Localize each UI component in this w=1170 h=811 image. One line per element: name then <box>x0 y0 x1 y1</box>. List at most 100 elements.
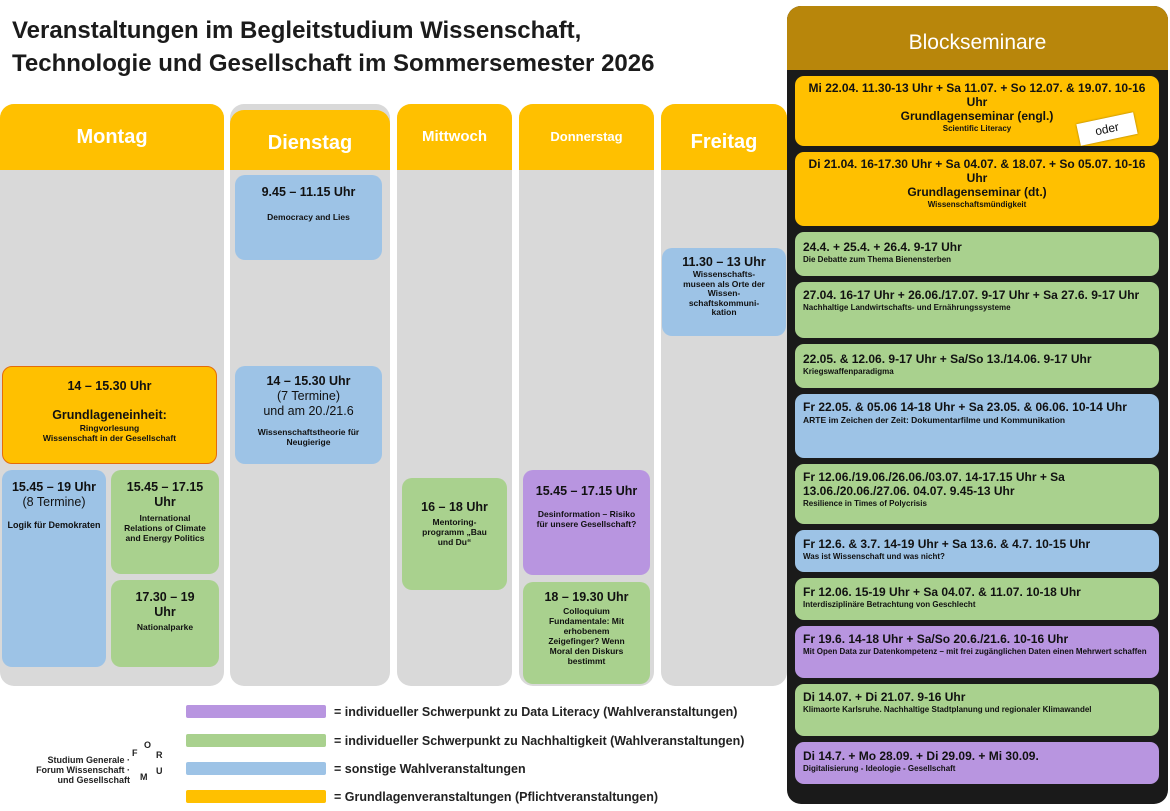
block-item-main: Grundlagenseminar (dt.) <box>907 185 1047 199</box>
event-title: Nationalparke <box>136 622 194 632</box>
day-header-mittwoch: Mittwoch <box>397 104 512 170</box>
event-time: 15.45 – 17.15 Uhr <box>535 484 638 498</box>
page-title: Veranstaltungen im Begleitstudium Wissen… <box>12 14 654 80</box>
event-time: 18 – 19.30 Uhr <box>544 590 629 604</box>
legend-text-orange: = Grundlagenveranstaltungen (Pflichtvera… <box>334 790 659 804</box>
event-montag-nationalparke[interactable]: 17.30 – 19 Uhr Nationalparke <box>111 580 219 667</box>
legend-swatch-blue <box>186 762 326 775</box>
day-header-freitag: Freitag <box>661 104 787 170</box>
block-item-sub: Digitalisierung - Ideologie - Gesellscha… <box>803 764 956 773</box>
event-mittwoch-mentoring[interactable]: 16 – 18 Uhr Mentoring-programm „Bau und … <box>402 478 507 590</box>
block-item[interactable]: Fr 22.05. & 05.06 14-18 Uhr + Sa 23.05. … <box>795 394 1159 458</box>
legend-swatch-orange <box>186 790 326 803</box>
event-title: Wissenschafts-museen als Orte der Wissen… <box>683 269 765 317</box>
event-title: International Relations of Climate and E… <box>124 513 206 543</box>
event-montag-grundlagen[interactable]: 14 – 15.30 Uhr Grundlageneinheit: Ringvo… <box>2 366 217 464</box>
block-item-title: 27.04. 16-17 Uhr + 26.06./17.07. 9-17 Uh… <box>803 288 1140 302</box>
block-item-title: 22.05. & 12.06. 9-17 Uhr + Sa/So 13./14.… <box>803 352 1092 366</box>
event-title: Wissenschaftstheorie für Neugierige <box>257 427 360 447</box>
event-title: Mentoring-programm „Bau und Du“ <box>422 517 487 547</box>
block-item[interactable]: 22.05. & 12.06. 9-17 Uhr + Sa/So 13./14.… <box>795 344 1159 388</box>
block-item-sub: Was ist Wissenschaft und was nicht? <box>803 552 945 561</box>
block-item-main: Grundlagenseminar (engl.) <box>900 109 1054 123</box>
event-time: 11.30 – 13 Uhr <box>682 255 766 269</box>
event-dienstag-democracy[interactable]: 9.45 – 11.15 Uhr Democracy and Lies <box>235 175 382 260</box>
logo-line: und Gesellschaft <box>57 775 130 785</box>
block-item[interactable]: Fr 12.6. & 3.7. 14-19 Uhr + Sa 13.6. & 4… <box>795 530 1159 572</box>
block-item-title: Fr 12.06. 15-19 Uhr + Sa 04.07. & 11.07.… <box>803 585 1081 599</box>
column-freitag <box>661 104 787 686</box>
event-title: Colloquium Fundamentale: Mit erhobenem Z… <box>548 606 625 666</box>
logo-line: Studium Generale · <box>47 755 130 765</box>
event-montag-logik[interactable]: 15.45 – 19 Uhr (8 Termine) Logik für Dem… <box>2 470 106 667</box>
block-item-sub: ARTE im Zeichen der Zeit: Dokumentarfilm… <box>803 415 1066 425</box>
blockseminare-heading: Blockseminare <box>787 6 1168 70</box>
event-time: 17.30 – 19 Uhr <box>135 590 195 619</box>
block-item-title: 24.4. + 25.4. + 26.4. 9-17 Uhr <box>803 240 962 254</box>
event-time: 9.45 – 11.15 Uhr <box>261 185 356 199</box>
block-item-sub: Wissenschaftsmündigkeit <box>927 200 1027 209</box>
legend-text-green: = individueller Schwerpunkt zu Nachhalti… <box>334 734 745 748</box>
day-header-dienstag: Dienstag <box>230 110 390 170</box>
event-subtitle: (7 Termine) <box>277 389 340 403</box>
event-subtitle: (8 Termine) <box>22 495 86 509</box>
block-item-title: Di 14.7. + Mo 28.09. + Di 29.09. + Mi 30… <box>803 749 1039 763</box>
column-mittwoch <box>397 104 512 686</box>
event-title: Desinformation – Risiko für unsere Gesel… <box>536 509 637 529</box>
block-item[interactable]: Fr 19.6. 14-18 Uhr + Sa/So 20.6./21.6. 1… <box>795 626 1159 678</box>
event-time: 16 – 18 Uhr <box>421 500 488 514</box>
block-item-title: Di 14.07. + Di 21.07. 9-16 Uhr <box>803 690 966 704</box>
logo-letter: O <box>144 740 152 750</box>
event-freitag-museen[interactable]: 11.30 – 13 Uhr Wissenschafts-museen als … <box>662 248 786 336</box>
title-line-1: Veranstaltungen im Begleitstudium Wissen… <box>12 17 582 44</box>
block-item-sub: Mit Open Data zur Datenkompetenz – mit f… <box>803 647 1147 656</box>
block-item-sub: Nachhaltige Landwirtschafts- und Ernähru… <box>803 303 1011 312</box>
event-time: 15.45 – 17.15 Uhr <box>126 480 204 509</box>
logo-letter: U <box>156 766 163 776</box>
block-item-title: Di 21.04. 16-17.30 Uhr + Sa 04.07. & 18.… <box>808 157 1146 185</box>
block-item-title: Mi 22.04. 11.30-13 Uhr + Sa 11.07. + So … <box>808 81 1146 109</box>
block-item[interactable]: 27.04. 16-17 Uhr + 26.06./17.07. 9-17 Uh… <box>795 282 1159 338</box>
event-time: 14 – 15.30 Uhr <box>67 379 152 393</box>
block-item[interactable]: Fr 12.06./19.06./26.06./03.07. 14-17.15 … <box>795 464 1159 524</box>
block-item[interactable]: Di 21.04. 16-17.30 Uhr + Sa 04.07. & 18.… <box>795 152 1159 226</box>
block-item[interactable]: Fr 12.06. 15-19 Uhr + Sa 04.07. & 11.07.… <box>795 578 1159 620</box>
event-title: Democracy and Lies <box>267 212 350 222</box>
event-dienstag-wissenschaftstheorie[interactable]: 14 – 15.30 Uhr (7 Termine) und am 20./21… <box>235 366 382 464</box>
logo-letter: R <box>156 750 163 760</box>
event-time: 14 – 15.30 Uhr <box>266 374 351 388</box>
title-line-2: Technologie und Gesellschaft im Sommerse… <box>12 50 655 77</box>
block-item-sub: Klimaorte Karlsruhe. Nachhaltige Stadtpl… <box>803 705 1092 714</box>
block-item[interactable]: Di 14.7. + Mo 28.09. + Di 29.09. + Mi 30… <box>795 742 1159 784</box>
block-item-title: Fr 19.6. 14-18 Uhr + Sa/So 20.6./21.6. 1… <box>803 632 1069 646</box>
event-title: Logik für Demokraten <box>7 520 101 530</box>
logo-letter: F <box>132 748 138 758</box>
event-montag-climate[interactable]: 15.45 – 17.15 Uhr International Relation… <box>111 470 219 574</box>
event-title: Grundlageneinheit: <box>52 408 167 422</box>
logo-line: Forum Wissenschaft · <box>36 765 130 775</box>
block-item-title: Fr 12.06./19.06./26.06./03.07. 14-17.15 … <box>803 470 1065 498</box>
legend-text-purple: = individueller Schwerpunkt zu Data Lite… <box>334 705 738 719</box>
day-header-montag: Montag <box>0 104 224 170</box>
logo-letter: M <box>140 772 148 782</box>
block-item-sub: Interdisziplinäre Betrachtung von Geschl… <box>803 600 976 609</box>
block-item-sub: Kriegswaffenparadigma <box>803 367 894 376</box>
block-item-sub: Die Debatte zum Thema Bienensterben <box>803 255 952 264</box>
block-item-title: Fr 12.6. & 3.7. 14-19 Uhr + Sa 13.6. & 4… <box>803 537 1091 551</box>
logo-studium-generale: Studium Generale · Forum Wissenschaft · … <box>2 755 130 785</box>
day-header-donnerstag: Donnerstag <box>519 104 654 170</box>
event-donnerstag-colloquium[interactable]: 18 – 19.30 Uhr Colloquium Fundamentale: … <box>523 582 650 684</box>
event-donnerstag-desinformation[interactable]: 15.45 – 17.15 Uhr Desinformation – Risik… <box>523 470 650 575</box>
block-item-sub: Scientific Literacy <box>942 124 1012 133</box>
legend-text-blue: = sonstige Wahlveranstaltungen <box>334 762 526 776</box>
block-item-title: Fr 22.05. & 05.06 14-18 Uhr + Sa 23.05. … <box>803 400 1127 414</box>
event-subtitle: Wissenschaft in der Gesellschaft <box>42 433 177 443</box>
event-subtitle: Ringvorlesung <box>79 423 140 433</box>
block-item-sub: Resilience in Times of Polycrisis <box>803 499 927 508</box>
legend-swatch-purple <box>186 705 326 718</box>
event-time: 15.45 – 19 Uhr <box>11 480 97 494</box>
block-item[interactable]: Di 14.07. + Di 21.07. 9-16 Uhr Klimaorte… <box>795 684 1159 736</box>
legend-swatch-green <box>186 734 326 747</box>
block-item[interactable]: 24.4. + 25.4. + 26.4. 9-17 Uhr Die Debat… <box>795 232 1159 276</box>
event-subtitle: und am 20./21.6 <box>263 404 354 418</box>
